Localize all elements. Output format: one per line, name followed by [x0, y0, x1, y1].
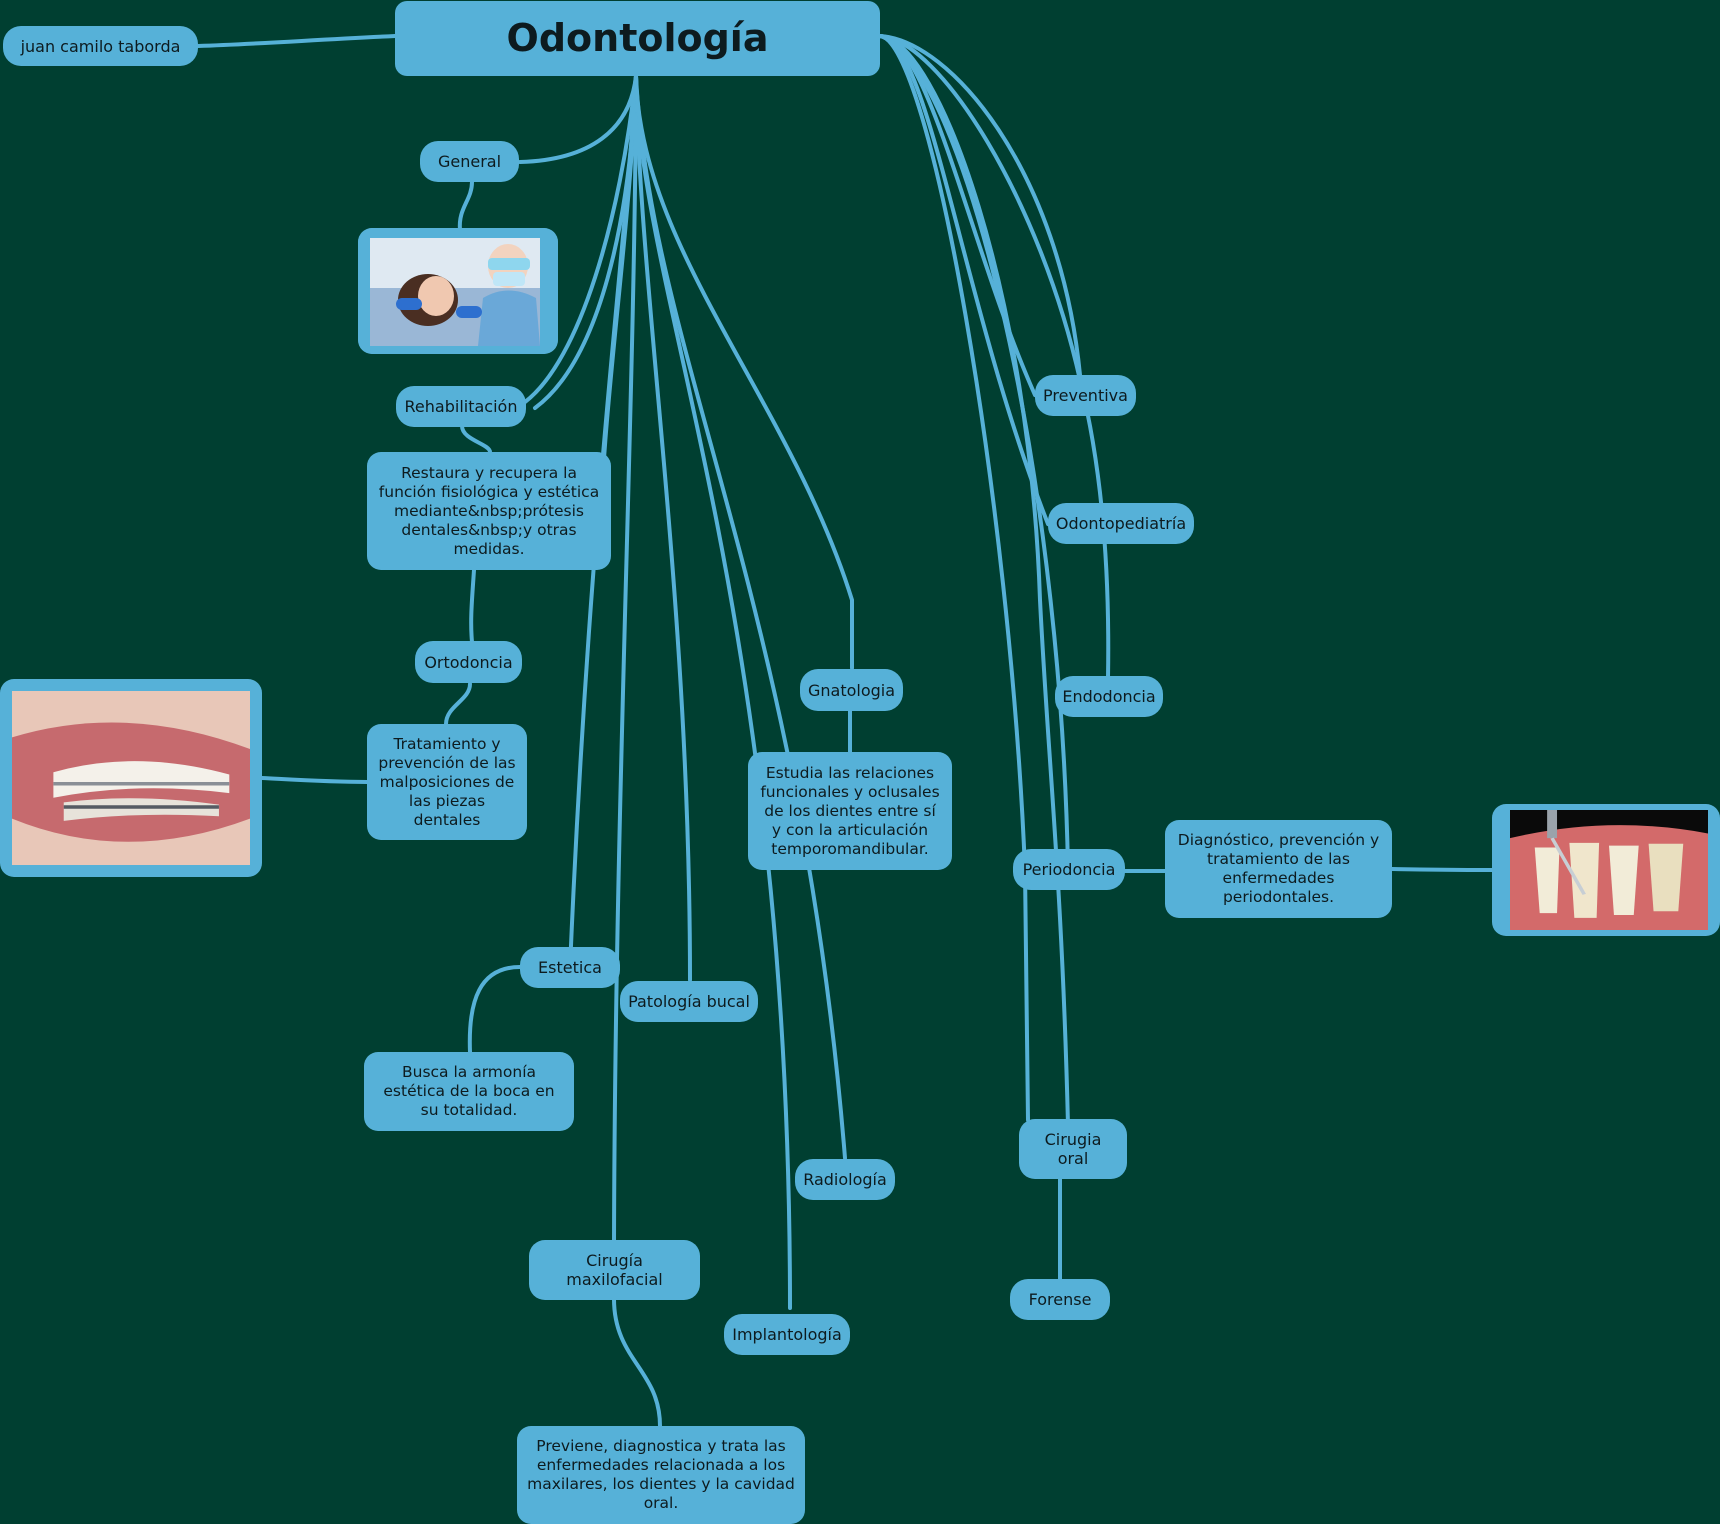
- branch-ortodoncia[interactable]: Ortodoncia: [415, 641, 522, 683]
- branch-periodoncia[interactable]: Periodoncia: [1013, 849, 1125, 890]
- braces-smile-photo: [12, 691, 250, 865]
- rehabilitacion-description: Restaura y recupera la función fisiológi…: [367, 452, 611, 570]
- branch-patologia-bucal[interactable]: Patología bucal: [620, 981, 758, 1022]
- branch-cirugia-maxilofacial[interactable]: Cirugía maxilofacial: [529, 1240, 700, 1300]
- branch-cirugia-oral[interactable]: Cirugia oral: [1019, 1119, 1127, 1179]
- root-title-node[interactable]: Odontología: [395, 1, 880, 76]
- periodontal-teeth-illustration: [1510, 810, 1708, 930]
- branch-implantologia[interactable]: Implantología: [724, 1314, 850, 1355]
- dentist-patient-image: [358, 228, 558, 354]
- branch-rehabilitacion[interactable]: Rehabilitación: [396, 386, 526, 427]
- ortodoncia-description: Tratamiento y prevención de las malposic…: [367, 724, 527, 840]
- braces-smile-image: [0, 679, 262, 877]
- branch-estetica[interactable]: Estetica: [520, 947, 620, 988]
- branch-endodoncia[interactable]: Endodoncia: [1055, 676, 1163, 717]
- branch-preventiva[interactable]: Preventiva: [1035, 375, 1136, 416]
- periodontal-image: [1492, 804, 1720, 936]
- estetica-description: Busca la armonía estética de la boca en …: [364, 1052, 574, 1131]
- branch-odontopediatria[interactable]: Odontopediatría: [1048, 503, 1194, 544]
- branch-forense[interactable]: Forense: [1010, 1279, 1110, 1320]
- author-node[interactable]: juan camilo taborda: [3, 26, 198, 66]
- dentist-patient-photo: [358, 228, 558, 354]
- branch-general[interactable]: General: [420, 141, 519, 182]
- branch-radiologia[interactable]: Radiología: [795, 1159, 895, 1200]
- periodoncia-description: Diagnóstico, prevención y tratamiento de…: [1165, 820, 1392, 918]
- cirugia-maxilofacial-description: Previene, diagnostica y trata las enferm…: [517, 1426, 805, 1524]
- gnatologia-description: Estudia las relaciones funcionales y ocl…: [748, 752, 952, 870]
- branch-gnatologia[interactable]: Gnatologia: [800, 669, 903, 711]
